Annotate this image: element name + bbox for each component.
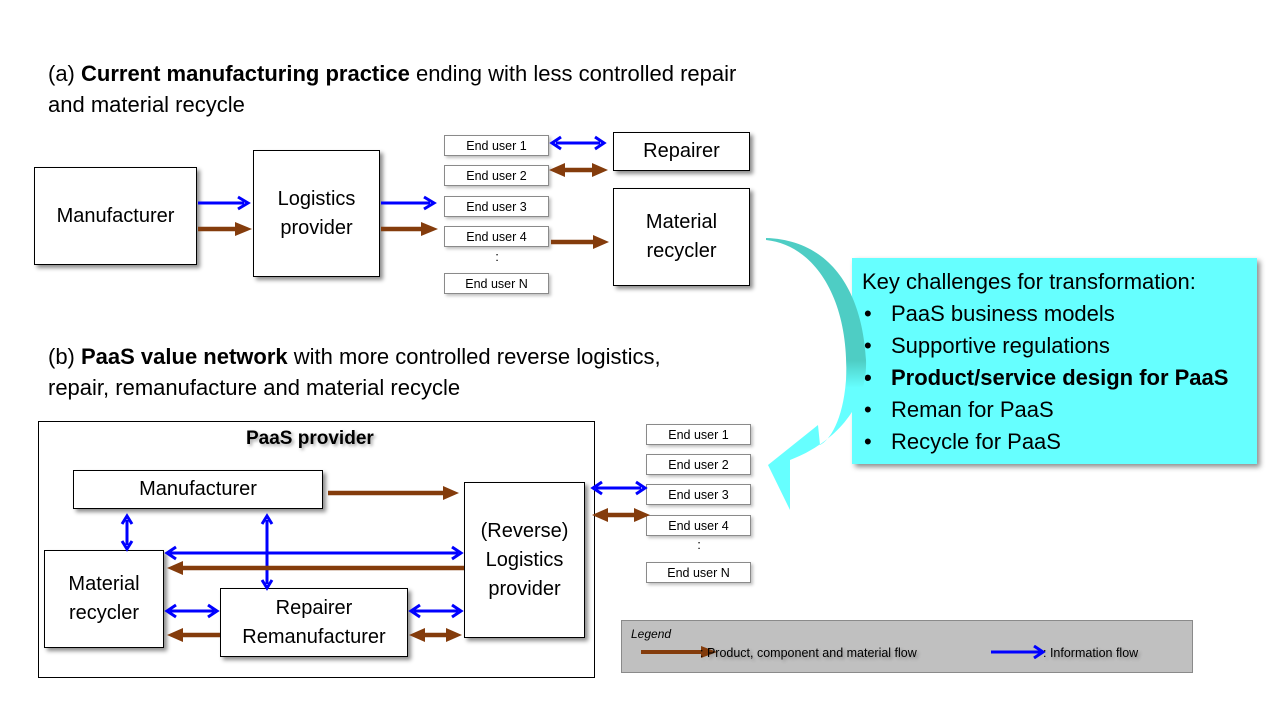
paas-provider-title: PaaS provider <box>246 428 374 449</box>
challenge-item: •Reman for PaaS <box>862 394 1257 426</box>
challenge-item: •Recycle for PaaS <box>862 426 1257 458</box>
a-logistics-to-endusers-product-arrow <box>381 222 438 236</box>
section-b-heading-rest: with more controlled reverse logistics, <box>287 344 661 369</box>
a-enduser-to-recycler-product-arrow <box>551 235 609 249</box>
legend-product-flow-label: : Product, component and material flow <box>700 646 917 660</box>
b-manufacturer-node: Manufacturer <box>73 470 323 509</box>
information-flow-arrow-icon <box>991 645 1046 659</box>
challenge-item: •PaaS business models <box>862 298 1257 330</box>
section-a-heading: (a) Current manufacturing practice endin… <box>48 58 736 120</box>
section-b-heading-line2: repair, remanufacture and material recyc… <box>48 375 461 400</box>
a-end-user-ellipsis: : <box>495 249 499 264</box>
b-end-user-4: End user 4 <box>646 515 751 536</box>
key-challenges-box: Key challenges for transformation: •PaaS… <box>852 258 1257 464</box>
section-a-heading-line2: and material recycle <box>48 92 245 117</box>
challenge-item: •Product/service design for PaaS <box>862 362 1257 394</box>
section-a-prefix: (a) <box>48 61 81 86</box>
bullet-icon: • <box>864 301 872 326</box>
a-repairer-node: Repairer <box>613 132 750 171</box>
key-challenges-list: •PaaS business models •Supportive regula… <box>862 298 1257 458</box>
a-manufacturer-to-logistics-info-arrow <box>198 195 251 211</box>
legend-information-flow-label: : Information flow <box>1043 646 1139 660</box>
b-logistics-enduser-info-arrow <box>590 480 648 496</box>
a-end-user-3: End user 3 <box>444 196 549 217</box>
a-enduser-repairer-info-arrow <box>549 135 607 151</box>
section-b-heading: (b) PaaS value network with more control… <box>48 341 661 403</box>
product-flow-arrow-icon <box>641 646 717 658</box>
b-end-user-3: End user 3 <box>646 484 751 505</box>
bullet-icon: • <box>864 429 872 454</box>
section-b-prefix: (b) <box>48 344 81 369</box>
a-logistics-to-endusers-info-arrow <box>381 195 437 211</box>
a-end-user-1: End user 1 <box>444 135 549 156</box>
legend-box: Legend : Product, component and material… <box>621 620 1193 673</box>
bullet-icon: • <box>864 333 872 358</box>
b-end-user-n: End user N <box>646 562 751 583</box>
bullet-icon: • <box>864 397 872 422</box>
section-b-heading-bold: PaaS value network <box>81 344 288 369</box>
a-end-user-4: End user 4 <box>444 226 549 247</box>
bullet-icon: • <box>864 365 872 390</box>
b-end-user-1: End user 1 <box>646 424 751 445</box>
section-a-heading-bold: Current manufacturing practice <box>81 61 410 86</box>
a-repairer-label: Repairer <box>643 140 720 162</box>
a-manufacturer-node: Manufacturer <box>34 167 197 265</box>
b-manufacturer-label: Manufacturer <box>139 478 257 500</box>
section-a-heading-rest: ending with less controlled repair <box>409 61 737 86</box>
b-logistics-enduser-product-arrow <box>592 508 650 522</box>
a-enduser-repairer-product-arrow <box>549 163 608 177</box>
key-challenges-title: Key challenges for transformation: <box>862 269 1196 294</box>
challenge-item: •Supportive regulations <box>862 330 1257 362</box>
a-manufacturer-label: Manufacturer <box>56 204 175 227</box>
a-end-user-n: End user N <box>444 273 549 294</box>
a-manufacturer-to-logistics-product-arrow <box>198 222 252 236</box>
legend-title: Legend <box>631 627 672 641</box>
a-end-user-2: End user 2 <box>444 165 549 186</box>
b-end-user-2: End user 2 <box>646 454 751 475</box>
b-end-user-ellipsis: : <box>697 537 701 552</box>
